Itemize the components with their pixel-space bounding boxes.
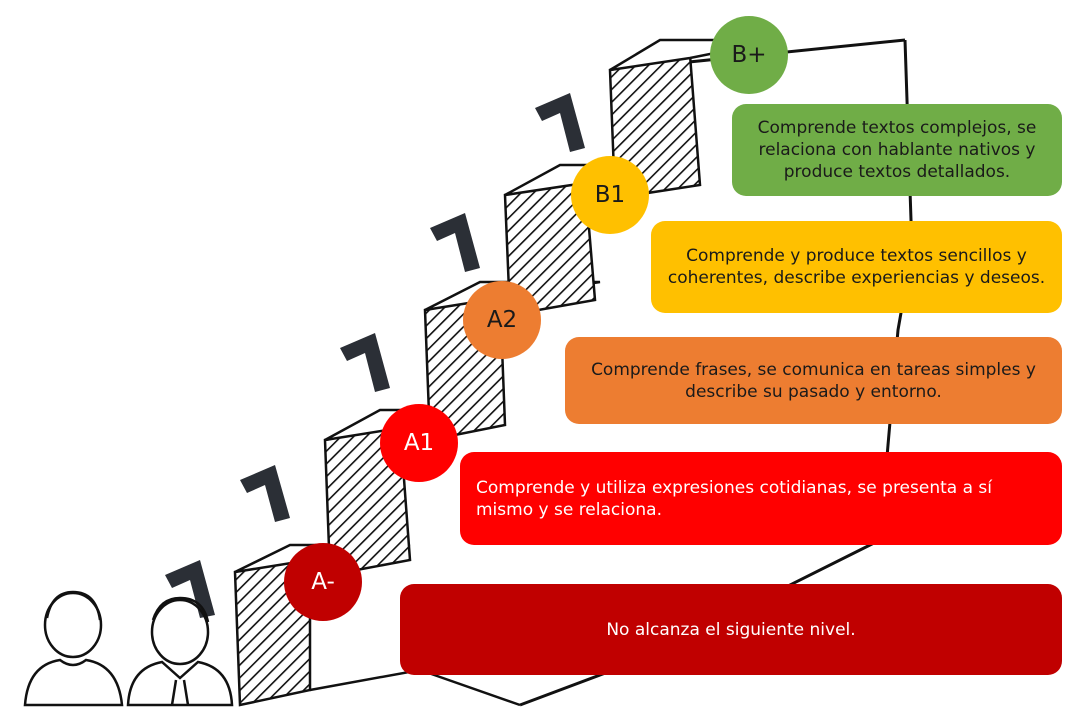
level-badge-a2: A2 <box>463 281 541 359</box>
level-badge-b-plus: B+ <box>710 16 788 94</box>
level-code: A- <box>311 569 335 595</box>
level-badge-a-minus: A- <box>284 543 362 621</box>
level-description-b-plus: Comprende textos complejos, se relaciona… <box>732 104 1062 196</box>
chevron-up-right-icon <box>240 465 290 522</box>
chevron-group <box>165 93 585 618</box>
level-description-a-minus: No alcanza el siguiente nivel. <box>400 584 1062 675</box>
level-badge-a1: A1 <box>380 404 458 482</box>
level-badge-b1: B1 <box>571 156 649 234</box>
level-description-a1: Comprende y utiliza expresiones cotidian… <box>460 452 1062 545</box>
chevron-up-right-icon <box>165 560 215 618</box>
level-code: A2 <box>486 307 518 333</box>
level-description-b1: Comprende y produce textos sencillos y c… <box>651 221 1062 313</box>
description-text: No alcanza el siguiente nivel. <box>606 619 856 640</box>
description-text: Comprende y produce textos sencillos y c… <box>667 246 1046 288</box>
level-code: B+ <box>731 42 767 68</box>
level-description-a2: Comprende frases, se comunica en tareas … <box>565 337 1062 424</box>
description-text: Comprende y utiliza expresiones cotidian… <box>476 477 992 520</box>
woman-avatar-icon <box>23 590 124 707</box>
level-code: A1 <box>403 430 435 456</box>
description-text: Comprende frases, se comunica en tareas … <box>591 359 1036 402</box>
level-code: B1 <box>594 182 626 208</box>
chevron-up-right-icon <box>430 213 480 272</box>
chevron-up-right-icon <box>340 333 390 392</box>
description-text: Comprende textos complejos, se relaciona… <box>757 118 1037 182</box>
man-avatar-icon <box>126 596 234 707</box>
chevron-up-right-icon <box>535 93 585 152</box>
